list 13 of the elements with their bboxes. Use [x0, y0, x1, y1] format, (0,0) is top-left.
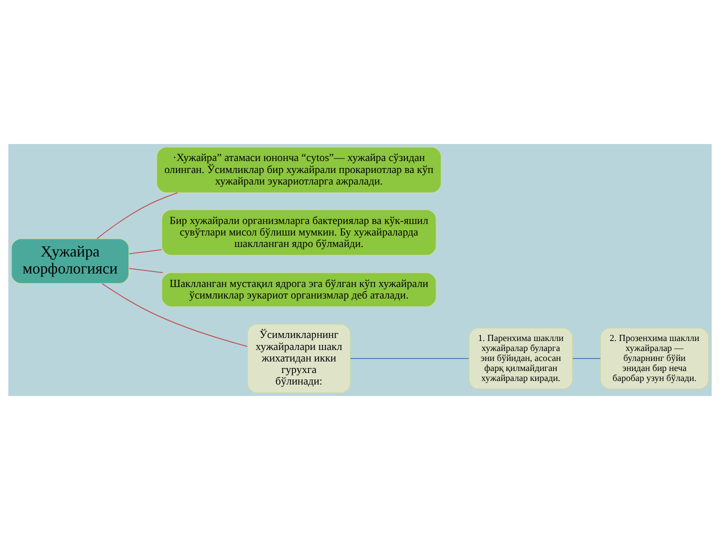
node-box: ·Хужайра” атамаси юнонча “cytos”— хужайра сўзидан олинган. Ўсимликлар бир хужайрали прокариотлар ва кўп хужайрали эукариотларга ажралади.: [156, 146, 442, 194]
node-box: Ўсимликларнинг хужайралари шакл жихатидан икки гурухга бўлинади:: [247, 324, 351, 394]
connector: [128, 268, 164, 274]
node-box: Ҳужайра морфологияси: [10, 238, 130, 284]
connector: [96, 192, 178, 240]
node-box: 2. Прозенхима шаклли хужайралар — буларнинг бўйи энидан бир неча баробар узун бўлади.: [600, 328, 710, 390]
connector: [128, 249, 162, 254]
connector: [572, 358, 601, 359]
connector: [350, 358, 470, 359]
node-box: 1. Паренхима шаклли хужайралар буларга эни бўйидан, асосан фарқ қилмайдиган хужайралар киради.: [468, 328, 573, 390]
node-box: Бир хужайрали организмларга бактериялар ва кўк-яшил сувўтлари мисол бўлиши мумкин. Бу хужайраларда шаклланган ядро бўлмайди.: [161, 209, 437, 256]
connector: [102, 283, 248, 347]
node-box: Шаклланган мустақил ядрога эга бўлган кўп хужайрали ўсимликлар эукариот организмлар деб аталади.: [161, 272, 437, 308]
